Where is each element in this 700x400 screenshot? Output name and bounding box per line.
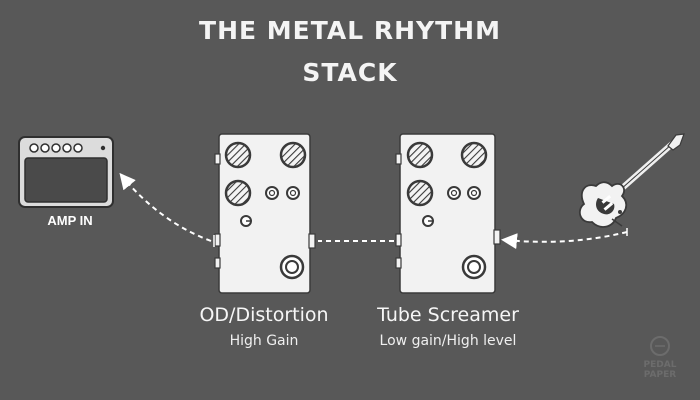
watermark-line-2: PAPER — [643, 370, 677, 380]
watermark-logo — [650, 336, 670, 356]
diagram-title-line-2: STACK — [302, 58, 398, 87]
arrow-icon-od-to-amp — [119, 172, 215, 247]
pedal-icon-od-distortion — [214, 133, 316, 294]
guitar-icon — [578, 133, 685, 228]
watermark-text: PEDAL PAPER — [628, 360, 692, 380]
diagram-title-line-1: THE METAL RHYTHM — [199, 16, 501, 45]
arrow-icon-guitar-to-tubescreamer — [501, 228, 628, 250]
amp-icon — [18, 136, 114, 208]
pedal-subtitle-tube-screamer: Low gain/High level — [379, 333, 517, 349]
pedal-subtitle-od-distortion: High Gain — [229, 333, 299, 349]
amp-in-label: AMP IN — [47, 213, 93, 228]
pedal-name-od-distortion: OD/Distortion — [199, 304, 329, 326]
pedal-icon-tube-screamer — [395, 133, 501, 294]
pedal-name-tube-screamer: Tube Screamer — [377, 304, 519, 326]
watermark-line-1: PEDAL — [643, 360, 677, 370]
